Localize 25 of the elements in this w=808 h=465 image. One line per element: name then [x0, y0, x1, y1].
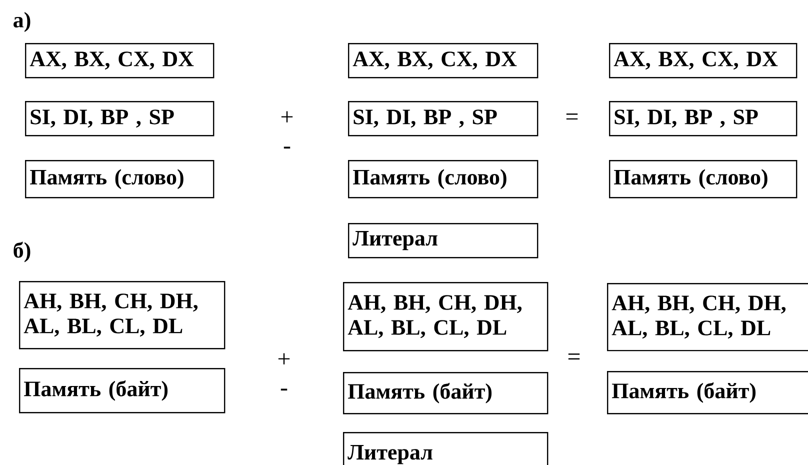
- section-label: а): [14, 12, 30, 32]
- register-box: SI, DI, BP , SP: [25, 101, 214, 136]
- equals-sign: =: [568, 354, 580, 360]
- register-box: Память (байт): [607, 371, 808, 414]
- register-box: Память (слово): [348, 160, 538, 198]
- register-box: Литерал: [348, 223, 538, 258]
- register-box: Память (слово): [609, 160, 798, 198]
- register-box: AH, BH, CH, DH, AL, BL, CL, DL: [343, 282, 548, 352]
- register-box: AH, BH, CH, DH, AL, BL, CL, DL: [19, 280, 226, 350]
- register-box: SI, DI, BP , SP: [348, 101, 538, 136]
- equals-sign: =: [566, 114, 578, 120]
- section-label: б): [14, 242, 30, 262]
- register-box: AX, BX, CX, DX: [609, 43, 798, 78]
- register-box: Память (слово): [25, 160, 214, 198]
- register-box: SI, DI, BP , SP: [609, 101, 798, 136]
- minus-sign: -: [284, 146, 290, 149]
- plus-sign: +: [281, 111, 293, 122]
- register-box: Память (байт): [343, 372, 548, 414]
- register-box: AH, BH, CH, DH, AL, BL, CL, DL: [607, 283, 808, 352]
- register-box: Литерал: [343, 432, 548, 465]
- register-box: AX, BX, CX, DX: [348, 43, 538, 78]
- plus-sign: +: [278, 353, 290, 364]
- register-box: AX, BX, CX, DX: [25, 43, 214, 78]
- minus-sign: -: [280, 388, 288, 391]
- register-box: Память (байт): [19, 368, 226, 414]
